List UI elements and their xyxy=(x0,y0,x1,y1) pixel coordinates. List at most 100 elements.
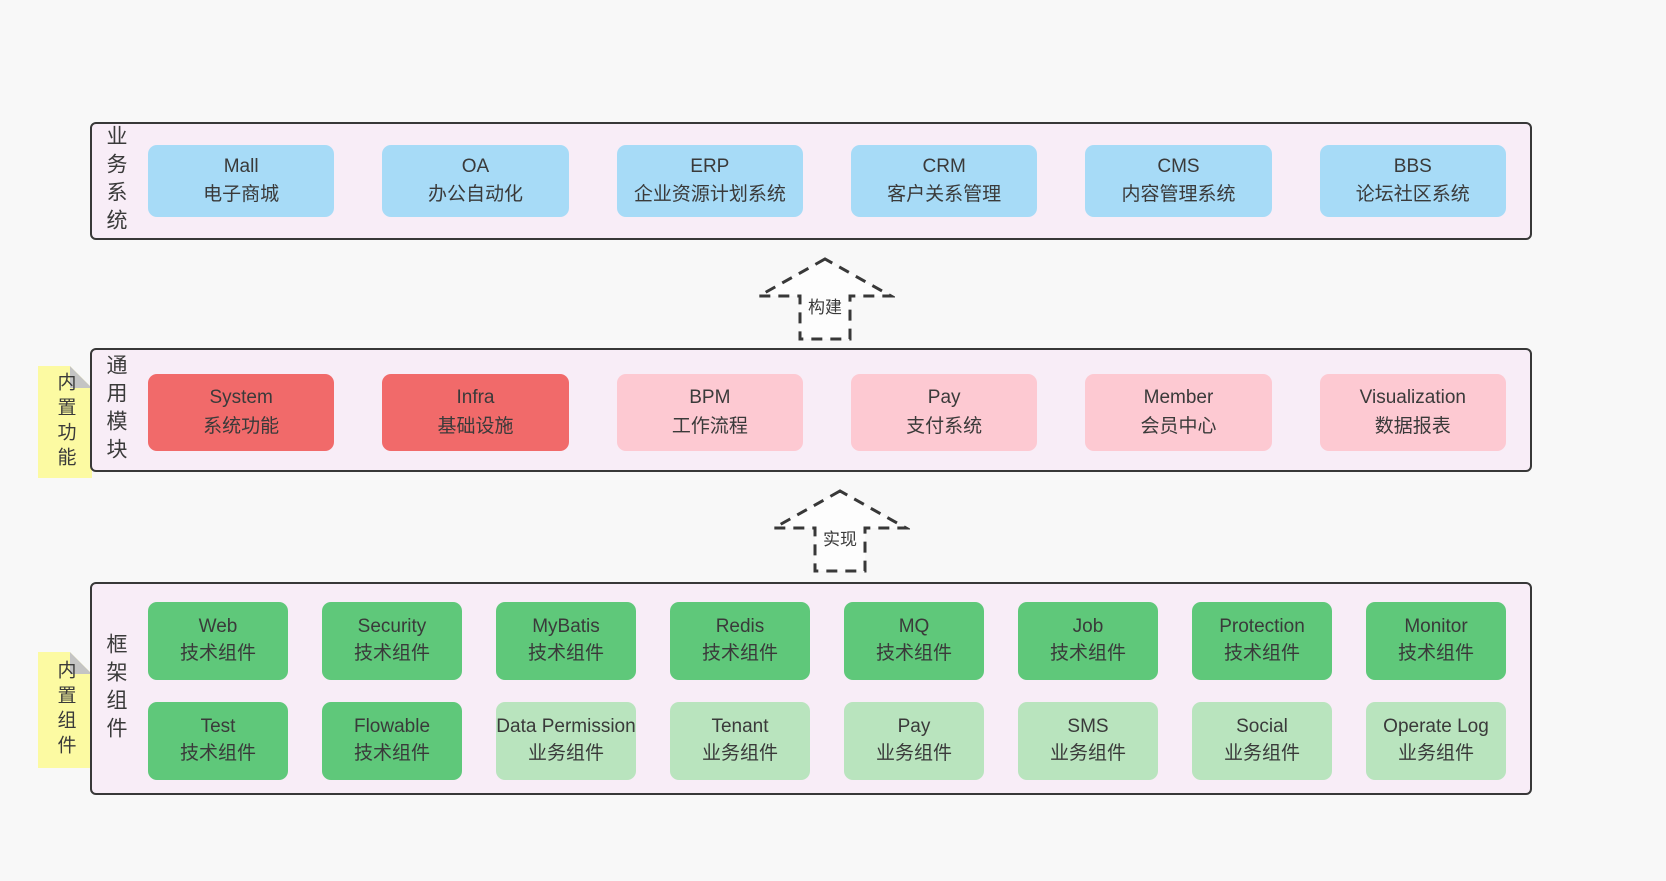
business-systems-row: Mall 电子商城 OA 办公自动化 ERP 企业资源计划系统 CRM 客户关系… xyxy=(148,145,1506,217)
box-title: Redis xyxy=(715,616,765,638)
box-visualization: Visualization 数据报表 xyxy=(1319,374,1506,451)
box-redis: Redis 技术组件 xyxy=(670,602,810,680)
box-pay: Pay 支付系统 xyxy=(850,374,1038,451)
box-system: System 系统功能 xyxy=(148,374,335,451)
box-subtitle: 业务组件 xyxy=(701,743,778,764)
box-subtitle: 业务组件 xyxy=(1049,743,1126,764)
implement-arrow: 实现 xyxy=(770,488,910,574)
box-erp: ERP 企业资源计划系统 xyxy=(616,145,803,217)
box-subtitle: 技术组件 xyxy=(353,743,430,764)
box-tenant: Tenant 业务组件 xyxy=(670,702,810,780)
box-title: Protection xyxy=(1219,616,1305,638)
box-subtitle: 会员中心 xyxy=(1140,415,1217,437)
box-subtitle: 业务组件 xyxy=(1397,743,1474,764)
box-monitor: Monitor 技术组件 xyxy=(1366,602,1506,680)
box-title: Tenant xyxy=(711,716,769,738)
box-subtitle: 技术组件 xyxy=(701,643,778,664)
box-subtitle: 业务组件 xyxy=(527,743,604,764)
box-crm: CRM 客户关系管理 xyxy=(850,145,1038,217)
box-subtitle: 业务组件 xyxy=(875,743,952,764)
box-subtitle: 电子商城 xyxy=(203,184,280,205)
box-title: CMS xyxy=(1157,155,1200,177)
box-title: Pay xyxy=(897,716,931,738)
box-mq: MQ 技术组件 xyxy=(844,602,984,680)
box-subtitle: 企业资源计划系统 xyxy=(633,184,786,205)
box-title: BPM xyxy=(689,387,731,408)
box-job: Job 技术组件 xyxy=(1018,602,1158,680)
box-subtitle: 基础设施 xyxy=(437,415,514,437)
box-subtitle: 系统功能 xyxy=(203,415,280,437)
box-bpm: BPM 工作流程 xyxy=(616,374,803,451)
box-title: BBS xyxy=(1393,155,1432,177)
box-operate-log: Operate Log 业务组件 xyxy=(1366,702,1506,780)
components-row-2: Test 技术组件 Flowable 技术组件 Data Permission … xyxy=(148,702,1506,780)
box-subtitle: 技术组件 xyxy=(179,643,256,664)
business-systems-label: 业务系统 xyxy=(104,125,127,237)
box-title: Infra xyxy=(456,387,495,408)
box-subtitle: 业务组件 xyxy=(1223,743,1300,764)
box-member: Member 会员中心 xyxy=(1085,374,1272,451)
box-title: OA xyxy=(461,155,490,177)
box-subtitle: 技术组件 xyxy=(179,743,256,764)
components-row-1: Web 技术组件 Security 技术组件 MyBatis 技术组件 Redi… xyxy=(148,602,1506,680)
box-subtitle: 技术组件 xyxy=(353,643,430,664)
box-subtitle: 技术组件 xyxy=(527,643,604,664)
box-title: SMS xyxy=(1067,716,1109,738)
box-title: Member xyxy=(1143,387,1214,408)
box-pay-biz: Pay 业务组件 xyxy=(844,702,984,780)
box-subtitle: 技术组件 xyxy=(875,643,952,664)
builtin-components-sticky: 内置组件 xyxy=(38,652,92,768)
box-title: Data Permission xyxy=(496,716,636,738)
box-title: Visualization xyxy=(1359,387,1466,408)
box-security: Security 技术组件 xyxy=(322,602,462,680)
builtin-components-label: 内置组件 xyxy=(54,660,76,760)
box-subtitle: 技术组件 xyxy=(1223,643,1300,664)
box-title: MyBatis xyxy=(532,616,600,638)
box-subtitle: 支付系统 xyxy=(906,415,983,437)
builtin-functions-label: 内置功能 xyxy=(54,372,76,472)
build-arrow: 构建 xyxy=(755,256,895,342)
framework-components-label: 框架组件 xyxy=(104,632,127,745)
box-title: ERP xyxy=(690,155,730,177)
box-mybatis: MyBatis 技术组件 xyxy=(496,602,636,680)
common-modules-row: System 系统功能 Infra 基础设施 BPM 工作流程 Pay 支付系统… xyxy=(148,374,1506,451)
implement-arrow-label: 实现 xyxy=(820,525,860,550)
business-systems-panel: 业务系统 Mall 电子商城 OA 办公自动化 ERP 企业资源计划系统 CRM… xyxy=(90,122,1532,240)
box-subtitle: 论坛社区系统 xyxy=(1355,184,1470,205)
box-cms: CMS 内容管理系统 xyxy=(1085,145,1272,217)
box-protection: Protection 技术组件 xyxy=(1192,602,1332,680)
box-title: Social xyxy=(1236,716,1288,738)
box-web: Web 技术组件 xyxy=(148,602,288,680)
box-title: Test xyxy=(200,716,236,738)
box-subtitle: 技术组件 xyxy=(1049,643,1126,664)
framework-components-panel: 框架组件 Web 技术组件 Security 技术组件 MyBatis 技术组件… xyxy=(90,582,1532,795)
box-social: Social 业务组件 xyxy=(1192,702,1332,780)
box-title: Job xyxy=(1072,616,1104,638)
box-subtitle: 技术组件 xyxy=(1397,643,1474,664)
box-subtitle: 内容管理系统 xyxy=(1121,184,1236,205)
box-title: Flowable xyxy=(353,716,431,738)
box-title: Pay xyxy=(927,387,961,408)
box-mall: Mall 电子商城 xyxy=(148,145,335,217)
box-title: CRM xyxy=(922,155,966,177)
box-oa: OA 办公自动化 xyxy=(382,145,569,217)
build-arrow-label: 构建 xyxy=(805,293,845,318)
box-flowable: Flowable 技术组件 xyxy=(322,702,462,780)
box-bbs: BBS 论坛社区系统 xyxy=(1319,145,1506,217)
box-sms: SMS 业务组件 xyxy=(1018,702,1158,780)
box-title: Security xyxy=(357,616,427,638)
box-title: Operate Log xyxy=(1383,716,1489,738)
box-subtitle: 数据报表 xyxy=(1374,415,1451,437)
box-subtitle: 工作流程 xyxy=(671,415,748,437)
box-infra: Infra 基础设施 xyxy=(382,374,569,451)
box-data-permission: Data Permission 业务组件 xyxy=(496,702,636,780)
common-modules-panel: 通用模块 System 系统功能 Infra 基础设施 BPM 工作流程 Pay… xyxy=(90,348,1532,472)
builtin-functions-sticky: 内置功能 xyxy=(38,366,92,478)
common-modules-label: 通用模块 xyxy=(104,354,127,466)
box-title: MQ xyxy=(898,616,930,638)
box-title: Mall xyxy=(223,155,259,177)
box-title: Monitor xyxy=(1404,616,1468,638)
box-subtitle: 客户关系管理 xyxy=(887,184,1002,205)
box-subtitle: 办公自动化 xyxy=(427,184,523,205)
box-title: Web xyxy=(198,616,238,638)
